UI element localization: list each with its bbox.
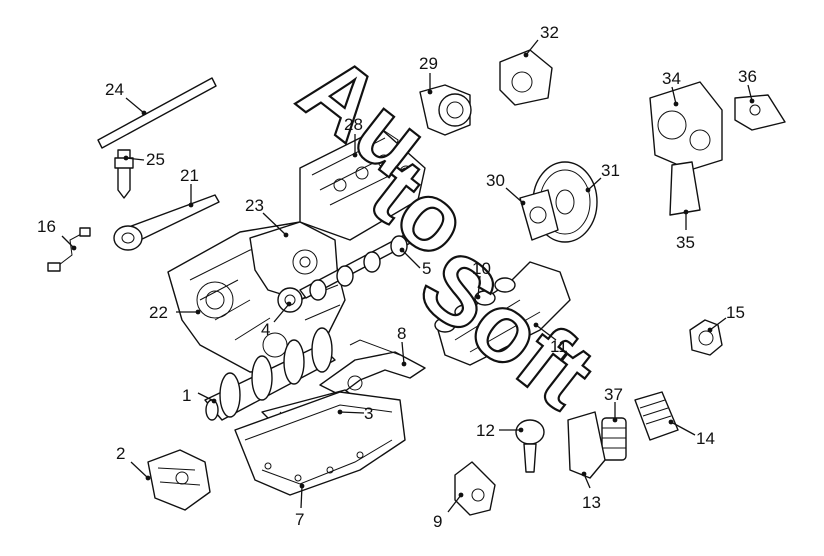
thermostat-housing[interactable]	[515, 419, 545, 473]
callout-5[interactable]: 5	[422, 259, 431, 278]
manifold-gaskets[interactable]	[434, 277, 516, 333]
callout-32[interactable]: 32	[540, 23, 559, 42]
cylinder-head[interactable]	[299, 127, 426, 241]
callout-28[interactable]: 28	[344, 115, 363, 134]
callout-1[interactable]: 1	[182, 386, 191, 405]
callout-34[interactable]: 34	[662, 69, 681, 88]
starter-motor[interactable]	[113, 194, 220, 251]
callout-29[interactable]: 29	[419, 54, 438, 73]
sensor-harness[interactable]	[47, 227, 91, 272]
crankshaft[interactable]	[204, 327, 336, 421]
callout-8[interactable]: 8	[397, 324, 406, 343]
callout-31[interactable]: 31	[601, 161, 620, 180]
callout-2[interactable]: 2	[116, 444, 125, 463]
camshaft[interactable]	[299, 231, 417, 301]
callout-12[interactable]: 12	[476, 421, 495, 440]
engine-mount[interactable]	[689, 319, 723, 356]
crank-pulley[interactable]	[277, 287, 303, 313]
fuel-pump[interactable]	[419, 84, 472, 136]
callout-30[interactable]: 30	[486, 171, 505, 190]
callout-11[interactable]: 11	[550, 337, 568, 356]
callout-23[interactable]: 23	[245, 196, 264, 215]
exhaust-manifold[interactable]	[437, 261, 571, 366]
callout-21[interactable]: 21	[180, 166, 199, 185]
callout-24[interactable]: 24	[105, 80, 124, 99]
callout-leaders	[61, 39, 755, 513]
callout-3[interactable]: 3	[364, 404, 373, 423]
mounting-bracket[interactable]	[454, 461, 496, 516]
turbo-outlet[interactable]	[734, 94, 786, 131]
oil-cooler[interactable]	[634, 391, 679, 441]
callout-14[interactable]: 14	[696, 429, 715, 448]
callout-13[interactable]: 13	[582, 493, 601, 512]
callout-22[interactable]: 22	[149, 303, 168, 322]
injector[interactable]	[114, 149, 134, 199]
callout-36[interactable]: 36	[738, 67, 757, 86]
turbo-housing[interactable]	[649, 81, 723, 171]
callout-4[interactable]: 4	[261, 320, 270, 339]
callout-25[interactable]: 25	[146, 150, 165, 169]
oil-pump-pickup[interactable]	[319, 339, 426, 396]
flywheel-adapter[interactable]	[519, 189, 559, 241]
callout-7[interactable]: 7	[295, 510, 304, 529]
callout-15[interactable]: 15	[726, 303, 745, 322]
oil-pan[interactable]	[234, 391, 406, 496]
callout-35[interactable]: 35	[676, 233, 695, 252]
oil-filter[interactable]	[601, 417, 627, 461]
alternator[interactable]	[147, 449, 211, 511]
filter-housing[interactable]	[567, 411, 606, 479]
callout-16[interactable]: 16	[37, 217, 56, 236]
callout-9[interactable]: 9	[433, 512, 442, 531]
vacuum-pump[interactable]	[499, 49, 553, 106]
dipstick-tube[interactable]	[97, 77, 217, 149]
callout-numbers: 1 2 3 4 5 7 8 9 10 11 12 13 14 15 16 21 …	[37, 23, 757, 531]
callout-10[interactable]: 10	[472, 259, 491, 278]
callout-37[interactable]: 37	[604, 385, 623, 404]
turbo-bracket[interactable]	[669, 161, 701, 216]
